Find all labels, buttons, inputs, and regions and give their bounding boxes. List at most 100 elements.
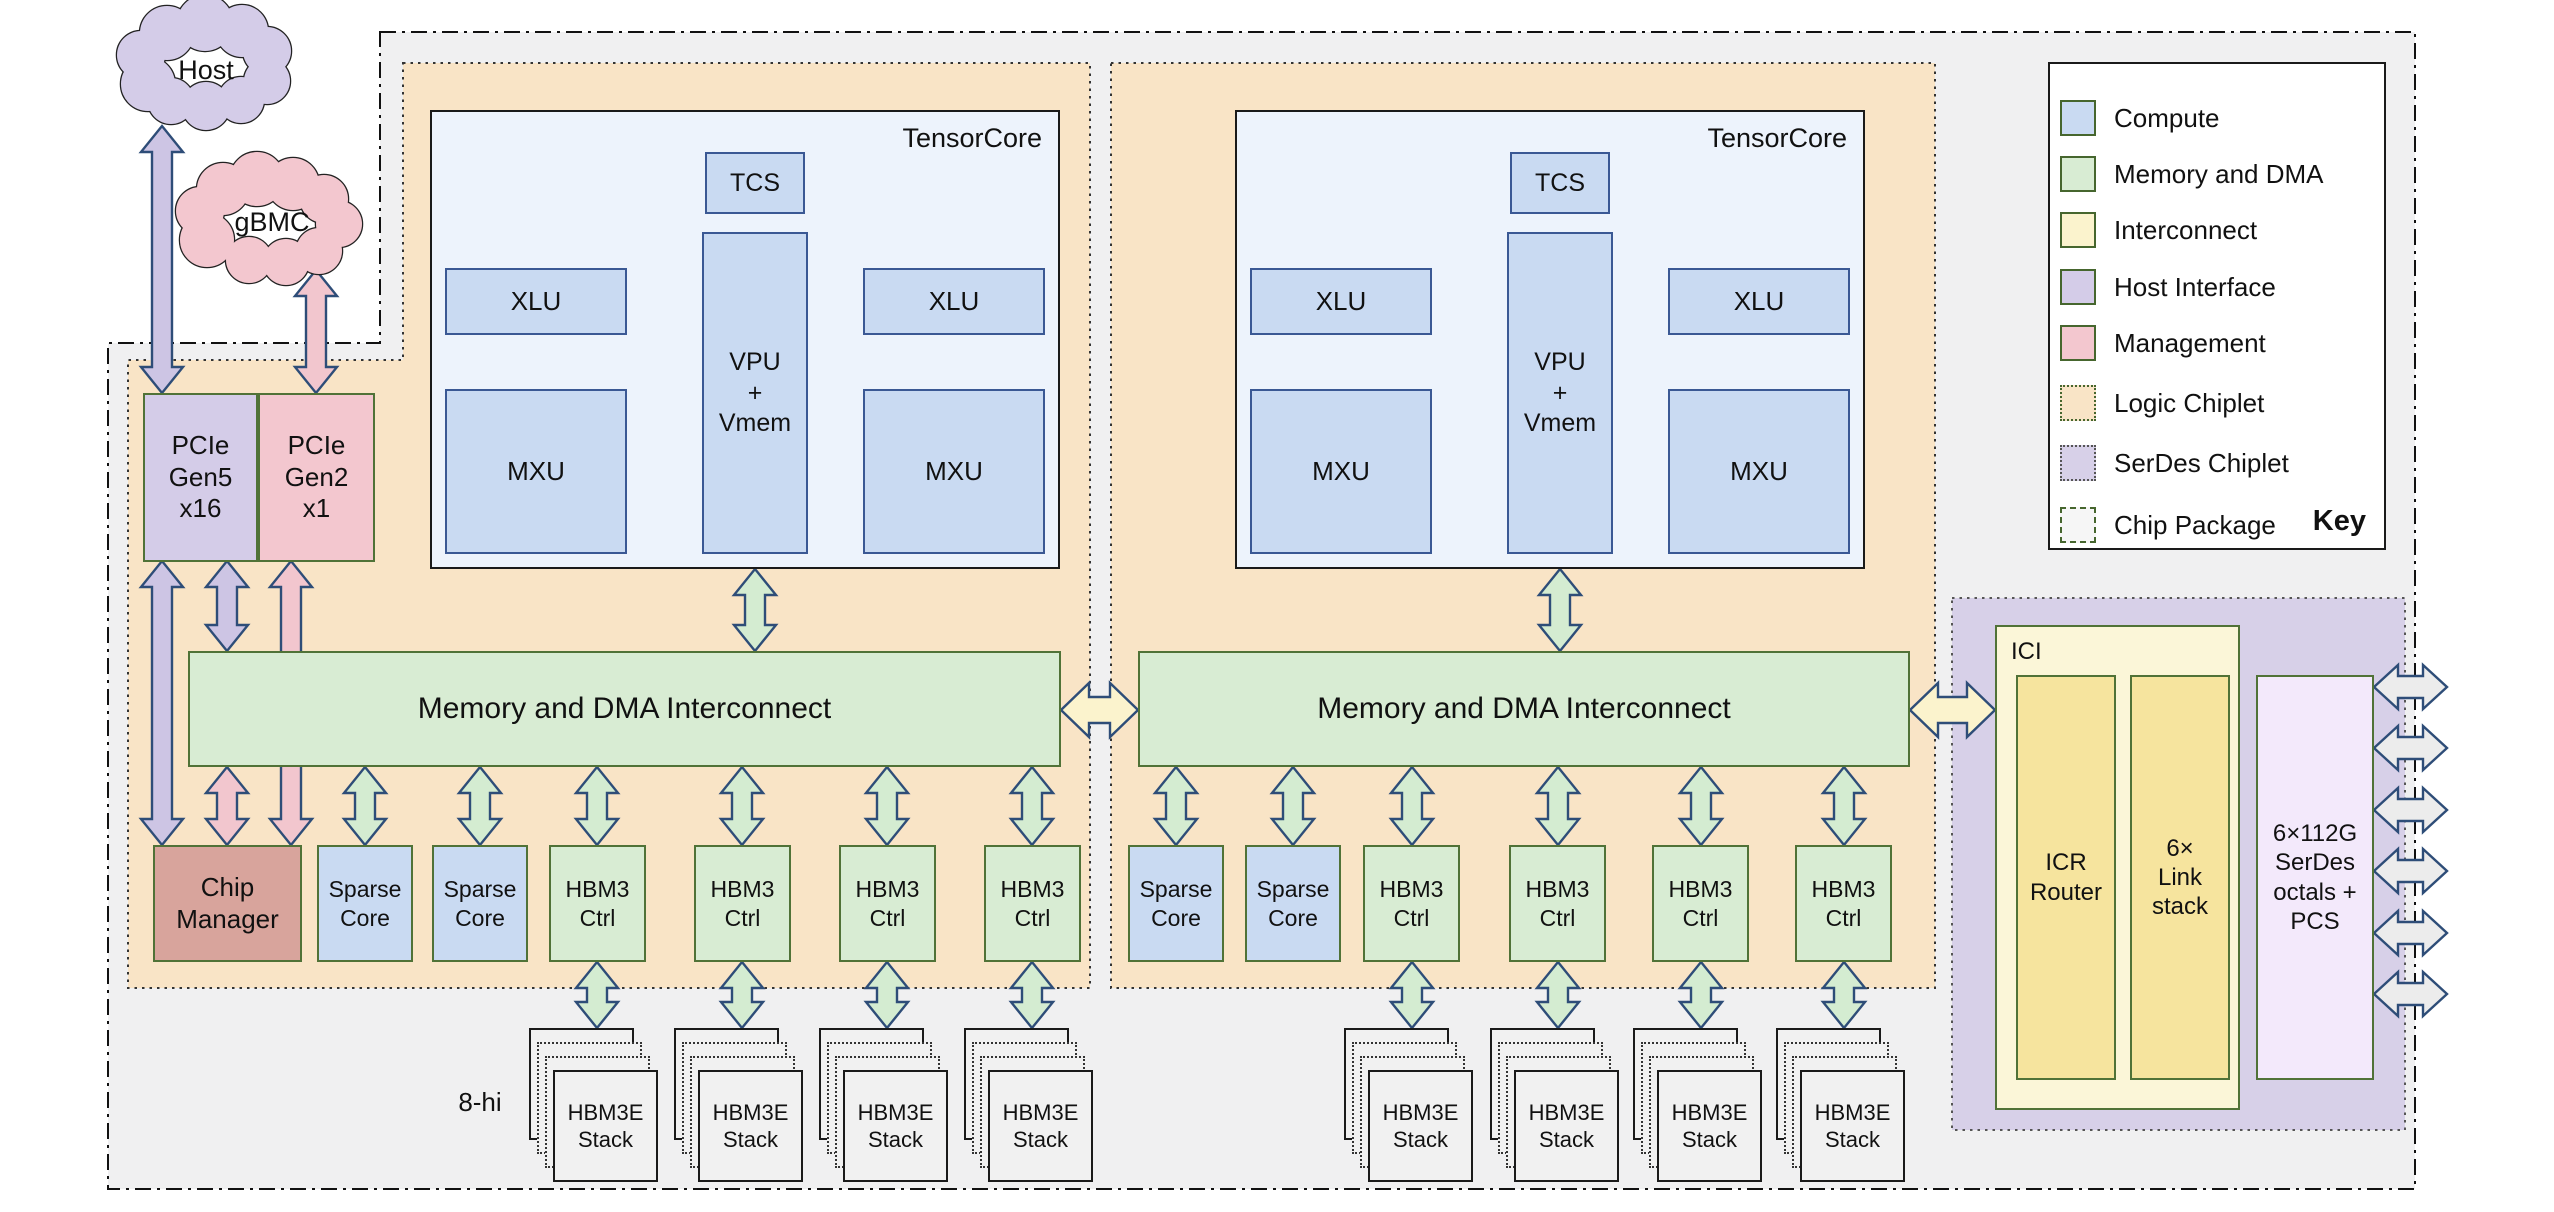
hbm3-ctrl-block-line: Ctrl	[1682, 904, 1719, 931]
hbm3-ctrl-block-line: Ctrl	[1393, 904, 1430, 931]
hbm3-ctrl-block-line: Ctrl	[1539, 904, 1576, 931]
serdes-swatch-icon	[2060, 445, 2096, 481]
xlu-block-right: XLU	[863, 268, 1045, 335]
sparse-core-block-line: Core	[1151, 904, 1201, 931]
link-stack-block-line: Link	[2157, 863, 2203, 891]
host-cloud	[148, 78, 194, 124]
legend-item-management: Management	[2060, 323, 2266, 363]
serdes-octals-block-line: octals +	[2273, 878, 2357, 906]
hbm3e-stack-line: Stack	[867, 1127, 924, 1152]
legend-label: Memory and DMA	[2114, 158, 2324, 189]
vpu-vmem-block-line: Vmem	[1523, 409, 1597, 438]
hbm3-ctrl-block-line: HBM3	[1525, 876, 1590, 903]
hbm3e-stack-line: HBM3E	[1671, 1099, 1748, 1125]
hbm3e-stack-line: HBM3E	[567, 1099, 644, 1125]
sparse-core-block-line: Core	[1268, 904, 1318, 931]
xlu-block-left-label: XLU	[510, 285, 562, 316]
arrow-serdes-link	[2372, 846, 2449, 896]
stack-height-label-label: 8-hi	[458, 1087, 502, 1118]
memory-swatch-icon	[2060, 156, 2096, 192]
hbm3-ctrl-block-line: HBM3	[855, 876, 920, 903]
mxu-block-right-label: MXU	[1730, 455, 1788, 486]
pcie-gen2-block-line: PCIe	[287, 429, 346, 460]
mxu-block-left-label: MXU	[1312, 455, 1370, 486]
cloud-label-host-label: Host	[178, 54, 234, 85]
hbm3e-stack-line: HBM3E	[857, 1099, 934, 1125]
hbm3-ctrl-block-line: Ctrl	[869, 904, 906, 931]
pcie-gen5-block-line: PCIe	[171, 429, 230, 460]
xlu-block-left: XLU	[445, 268, 627, 335]
link-stack-block-line: stack	[2151, 893, 2208, 921]
hbm3e-stack-line: Stack	[1392, 1127, 1449, 1152]
hbm3-ctrl-block-line: Ctrl	[1825, 904, 1862, 931]
hbm3e-stack-line: HBM3E	[1382, 1099, 1459, 1125]
legend-label: Management	[2114, 327, 2266, 358]
hbm3e-stack-line: HBM3E	[712, 1099, 789, 1125]
hbm3e-stack-line: Stack	[1538, 1127, 1595, 1152]
hbm3e-stack-line: HBM3E	[1002, 1099, 1079, 1125]
mxu-block-left: MXU	[445, 389, 627, 554]
sparse-core-block-line: Sparse	[328, 876, 402, 903]
hbm3-ctrl-block-line: HBM3	[1000, 876, 1065, 903]
host-cloud	[218, 77, 264, 123]
cloud-label-host: Host	[146, 50, 266, 90]
gbmc-cloud	[263, 239, 309, 285]
sparse-core-block-line: Sparse	[443, 876, 517, 903]
memory-dma-interconnect-right: Memory and DMA Interconnect	[1138, 651, 1910, 767]
legend-label: SerDes Chiplet	[2114, 447, 2289, 478]
icr-router-block-line: Router	[2029, 878, 2103, 906]
hbm3-ctrl-block-line: Ctrl	[1014, 904, 1051, 931]
arrow-serdes-link	[2372, 723, 2449, 773]
legend-item-serdes: SerDes Chiplet	[2060, 443, 2289, 483]
tcs-block: TCS	[1510, 152, 1610, 214]
cloud-label-gbmc-label: gBMC	[234, 206, 310, 237]
interconnect-swatch-icon	[2060, 212, 2096, 248]
hbm3e-stack-line: Stack	[1824, 1127, 1881, 1152]
legend-item-memory: Memory and DMA	[2060, 154, 2324, 194]
arrow-serdes-link	[2372, 969, 2449, 1019]
vpu-vmem-block-line: VPU	[1534, 348, 1586, 377]
compute-swatch-icon	[2060, 100, 2096, 136]
tcs-block: TCS	[705, 152, 805, 214]
legend-label: Host Interface	[2114, 271, 2276, 302]
arrow-serdes-link	[2372, 662, 2449, 712]
icr-router-block-line: ICR	[2045, 849, 2087, 877]
vpu-vmem-block: VPU+Vmem	[1507, 232, 1613, 554]
pcie-gen2-block-line: Gen2	[284, 461, 349, 492]
xlu-block-left-label: XLU	[1315, 285, 1367, 316]
tensorcore-2-label: TensorCore	[1707, 123, 1847, 153]
key-title: Key	[2312, 505, 2366, 537]
hbm3e-stack-line: HBM3E	[1814, 1099, 1891, 1125]
vpu-vmem-block-line: +	[747, 378, 763, 407]
legend-label: Compute	[2114, 102, 2220, 133]
mxu-block-right: MXU	[1668, 389, 1850, 554]
legend-label: Interconnect	[2114, 214, 2258, 245]
legend-item-logic: Logic Chiplet	[2060, 383, 2264, 423]
xlu-block-left: XLU	[1250, 268, 1432, 335]
legend-item-compute: Compute	[2060, 98, 2220, 138]
legend-label: Chip Package	[2114, 509, 2276, 540]
serdes-octals-block-line: PCS	[2290, 907, 2340, 935]
package-swatch-icon	[2060, 507, 2096, 543]
sparse-core-block-line: Sparse	[1256, 876, 1330, 903]
hbm3-ctrl-block-line: HBM3	[1379, 876, 1444, 903]
memory-dma-interconnect-left: Memory and DMA Interconnect	[188, 651, 1061, 767]
tcs-block-label: TCS	[730, 168, 780, 197]
host-swatch-icon	[2060, 269, 2096, 305]
ici-label: ICI	[2011, 638, 2042, 665]
hbm3e-stack-line: Stack	[577, 1127, 634, 1152]
